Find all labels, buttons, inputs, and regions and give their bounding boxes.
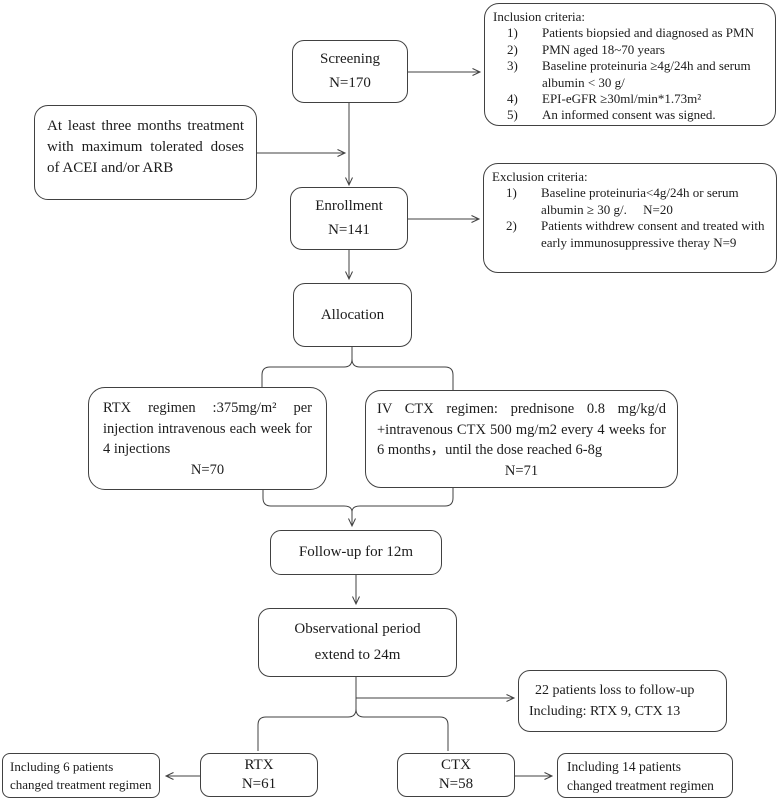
observation-line1: Observational period	[294, 621, 421, 638]
loss-line1: 22 patients loss to follow-up	[535, 683, 695, 698]
rtx-arm-box: RTX N=61	[200, 753, 318, 797]
ctx-regimen-text: IV CTX regimen: prednisone 0.8 mg/kg/d +…	[377, 401, 666, 458]
rtx-regimen-n: N=70	[190, 461, 225, 478]
item-text: PMN aged 18~70 years	[542, 41, 665, 57]
enrollment-title: Enrollment	[315, 198, 383, 215]
enrollment-box: Enrollment N=141	[290, 187, 408, 250]
loss-line2: Including: RTX 9, CTX 13	[529, 704, 681, 719]
exclusion-criteria-box: Exclusion criteria: 1) Baseline proteinu…	[483, 163, 777, 273]
item-text: EPI-eGFR ≥30ml/min*1.73m²	[542, 91, 702, 107]
inclusion-item: 2) PMN aged 18~70 years	[493, 42, 769, 58]
ctx-regimen-box: IV CTX regimen: prednisone 0.8 mg/kg/d +…	[365, 390, 678, 488]
exclusion-item: 1) Baseline proteinuria<4g/24h or serum …	[492, 185, 770, 218]
acei-arb-note-text: At least three months treatment with max…	[47, 118, 244, 176]
inclusion-item: 5) An informed consent was signed.	[493, 107, 769, 123]
inclusion-item: 4) EPI-eGFR ≥30ml/min*1.73m²	[493, 91, 769, 107]
allocation-split-right	[351, 358, 454, 390]
rtx-note-line1: Including 6 patients	[10, 758, 114, 774]
rtx-note-line2: changed treatment regimen	[10, 776, 152, 792]
item-text: An informed consent was signed.	[542, 107, 716, 123]
inclusion-item: 3) Baseline proteinuria ≥4g/24h and seru…	[493, 58, 769, 91]
ctx-note-box: Including 14 patients changed treatment …	[557, 753, 733, 798]
loss-to-followup-box: 22 patients loss to follow-up Including:…	[518, 670, 727, 732]
acei-arb-note-box: At least three months treatment with max…	[34, 105, 257, 200]
item-number: 1)	[506, 185, 517, 201]
item-number: 2)	[507, 41, 518, 57]
exclusion-title: Exclusion criteria:	[492, 169, 588, 184]
allocation-box: Allocation	[293, 283, 412, 347]
rtx-regimen-box: RTX regimen :375mg/m² per injection intr…	[88, 387, 327, 490]
enrollment-n: N=141	[328, 221, 370, 238]
inclusion-criteria-box: Inclusion criteria: 1) Patients biopsied…	[484, 3, 776, 126]
item-number: 1)	[507, 25, 518, 41]
item-number: 4)	[507, 91, 518, 107]
allocation-title: Allocation	[320, 306, 385, 323]
observation-split-left	[257, 708, 357, 751]
item-text: Patients biopsied and diagnosed as PMN	[542, 25, 754, 41]
screening-n: N=170	[329, 74, 371, 91]
merge-right-to-followup	[351, 488, 454, 513]
item-text: Baseline proteinuria ≥4g/24h and serum a…	[542, 58, 754, 90]
inclusion-item: 1) Patients biopsied and diagnosed as PM…	[493, 25, 769, 41]
observation-line2: extend to 24m	[314, 646, 401, 663]
ctx-arm-box: CTX N=58	[397, 753, 515, 797]
item-number: 2)	[506, 218, 517, 234]
item-text: Patients withdrew consent and treated wi…	[541, 218, 768, 250]
rtx-arm-title: RTX	[244, 757, 274, 773]
ctx-note-line2: changed treatment regimen	[567, 777, 714, 793]
followup-title: Follow-up for 12m	[298, 544, 414, 560]
rtx-note-box: Including 6 patients changed treatment r…	[2, 753, 160, 798]
item-number: 3)	[507, 58, 518, 74]
item-text: Baseline proteinuria<4g/24h or serum alb…	[541, 185, 742, 217]
ctx-regimen-n: N=71	[504, 462, 539, 479]
allocation-split-left	[261, 358, 353, 387]
merge-left-to-followup	[262, 490, 353, 513]
ctx-arm-title: CTX	[441, 757, 471, 773]
observation-box: Observational period extend to 24m	[258, 608, 457, 677]
exclusion-item: 2) Patients withdrew consent and treated…	[492, 218, 770, 251]
screening-box: Screening N=170	[292, 40, 408, 103]
ctx-arm-n: N=58	[438, 776, 474, 792]
inclusion-title: Inclusion criteria:	[493, 9, 586, 24]
rtx-regimen-text: RTX regimen :375mg/m² per injection intr…	[103, 400, 312, 457]
ctx-note-line1: Including 14 patients	[567, 758, 681, 774]
item-number: 5)	[507, 107, 518, 123]
followup-box: Follow-up for 12m	[270, 530, 442, 575]
rtx-arm-n: N=61	[241, 776, 277, 792]
screening-title: Screening	[320, 51, 380, 68]
observation-split-right	[355, 708, 449, 751]
